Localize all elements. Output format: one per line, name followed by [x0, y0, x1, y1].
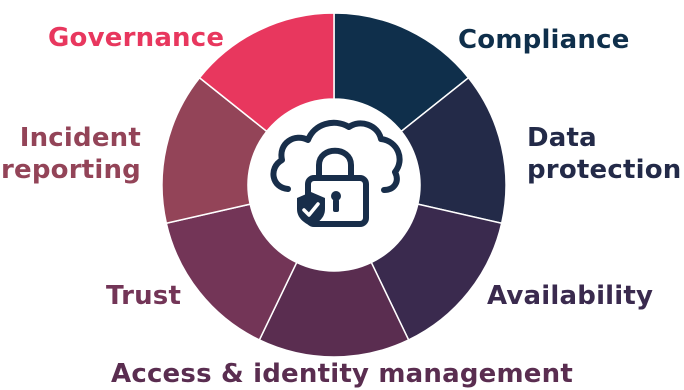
label-availability: Availability: [487, 281, 654, 311]
label-access-identity-management: Access & identity management: [111, 359, 573, 389]
cloud-lock-shield-icon: [270, 119, 403, 227]
label-incident-reporting: Incident reporting: [0, 123, 141, 185]
label-governance: Governance: [48, 23, 225, 53]
label-compliance: Compliance: [458, 25, 630, 55]
label-trust: Trust: [106, 281, 182, 311]
label-data-protection: Data protection: [527, 123, 682, 185]
